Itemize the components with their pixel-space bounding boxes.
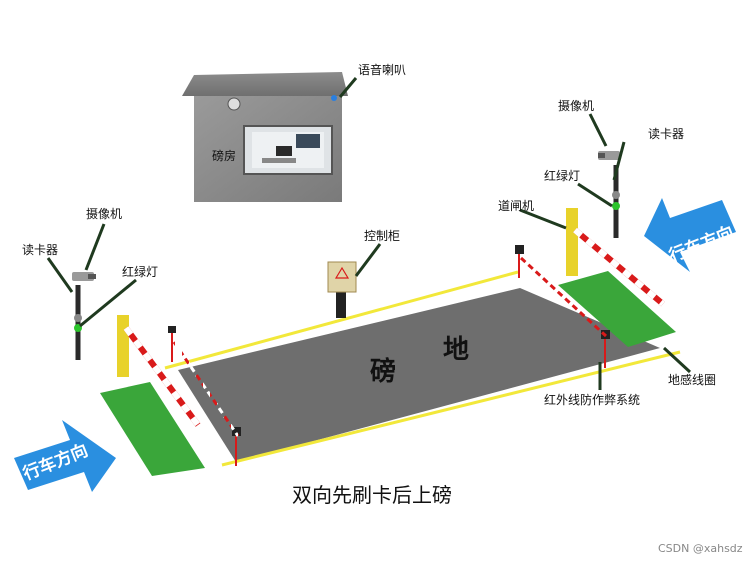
direction-arrow-right: 行车方向: [644, 198, 737, 272]
scale-char-1: 地: [443, 335, 469, 365]
barrier-gate-left: [117, 315, 201, 427]
direction-arrow-left: 行车方向: [14, 420, 116, 492]
infrared-beam-left: [172, 341, 240, 437]
label-traffic-light-right: 红绿灯: [544, 168, 580, 183]
weigh-house: [182, 72, 348, 202]
watermark: CSDN @xahsdz: [658, 542, 743, 555]
label-card-reader-left: 读卡器: [22, 243, 58, 257]
label-camera-right: 摄像机: [558, 98, 594, 113]
card-reader-icon: [612, 191, 620, 199]
label-speaker: 语音喇叭: [358, 62, 406, 77]
scale-char-2: 磅: [370, 356, 396, 387]
label-traffic-light-left: 红绿灯: [122, 264, 158, 279]
caption: 双向先刷卡后上磅: [292, 483, 452, 507]
boundary-line-top: [164, 270, 519, 370]
loop-coil-right: [558, 271, 676, 347]
label-loop-detector: 地感线圈: [668, 372, 716, 387]
label-infrared: 红外线防作弊系统: [544, 392, 640, 407]
boundary-line-bottom: [221, 350, 681, 467]
speaker-icon: [331, 95, 337, 101]
camera-pole-right: [598, 151, 620, 238]
loop-coil-left: [100, 382, 205, 476]
label-weigh-house: 磅房: [212, 148, 236, 163]
label-control-cabinet: 控制柜: [364, 229, 400, 243]
scale-platform: [178, 288, 660, 462]
infrared-post-2: [232, 427, 241, 466]
label-barrier-gate: 道闸机: [498, 199, 534, 213]
traffic-light-icon: [612, 202, 620, 210]
barrier-gate-right: [566, 208, 665, 307]
control-cabinet: [327, 261, 357, 318]
infrared-post-1: [168, 326, 176, 362]
card-reader-icon: [74, 314, 82, 322]
infrared-post-3: [515, 245, 524, 278]
control-cabinet-icon: [334, 266, 350, 279]
label-camera-left: 摄像机: [86, 206, 122, 221]
label-card-reader-right: 读卡器: [648, 127, 684, 141]
callout-lines: [46, 77, 692, 390]
